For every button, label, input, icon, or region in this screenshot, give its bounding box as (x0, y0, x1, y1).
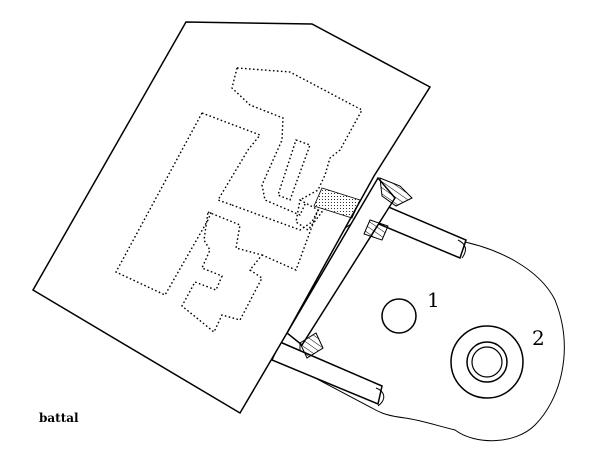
feature-2-label: 2 (532, 326, 545, 350)
main-enclosure (31, 21, 432, 415)
stair-upper (379, 177, 413, 207)
lower-arm-broken-end (375, 387, 385, 407)
feature-2-inner-circle (471, 346, 503, 378)
feature-2-outer-circle (450, 325, 524, 399)
upper-arm-broken-end (457, 239, 466, 259)
feature-2-middle-circle (466, 341, 508, 383)
stippled-doorway (313, 187, 361, 219)
stair-lower (299, 332, 324, 359)
plan-caption: battal (39, 411, 79, 425)
feature-1-circle (381, 298, 417, 334)
stair-middle (363, 219, 389, 241)
feature-1-label: 1 (427, 288, 440, 312)
buried-structure-outline (115, 67, 363, 334)
